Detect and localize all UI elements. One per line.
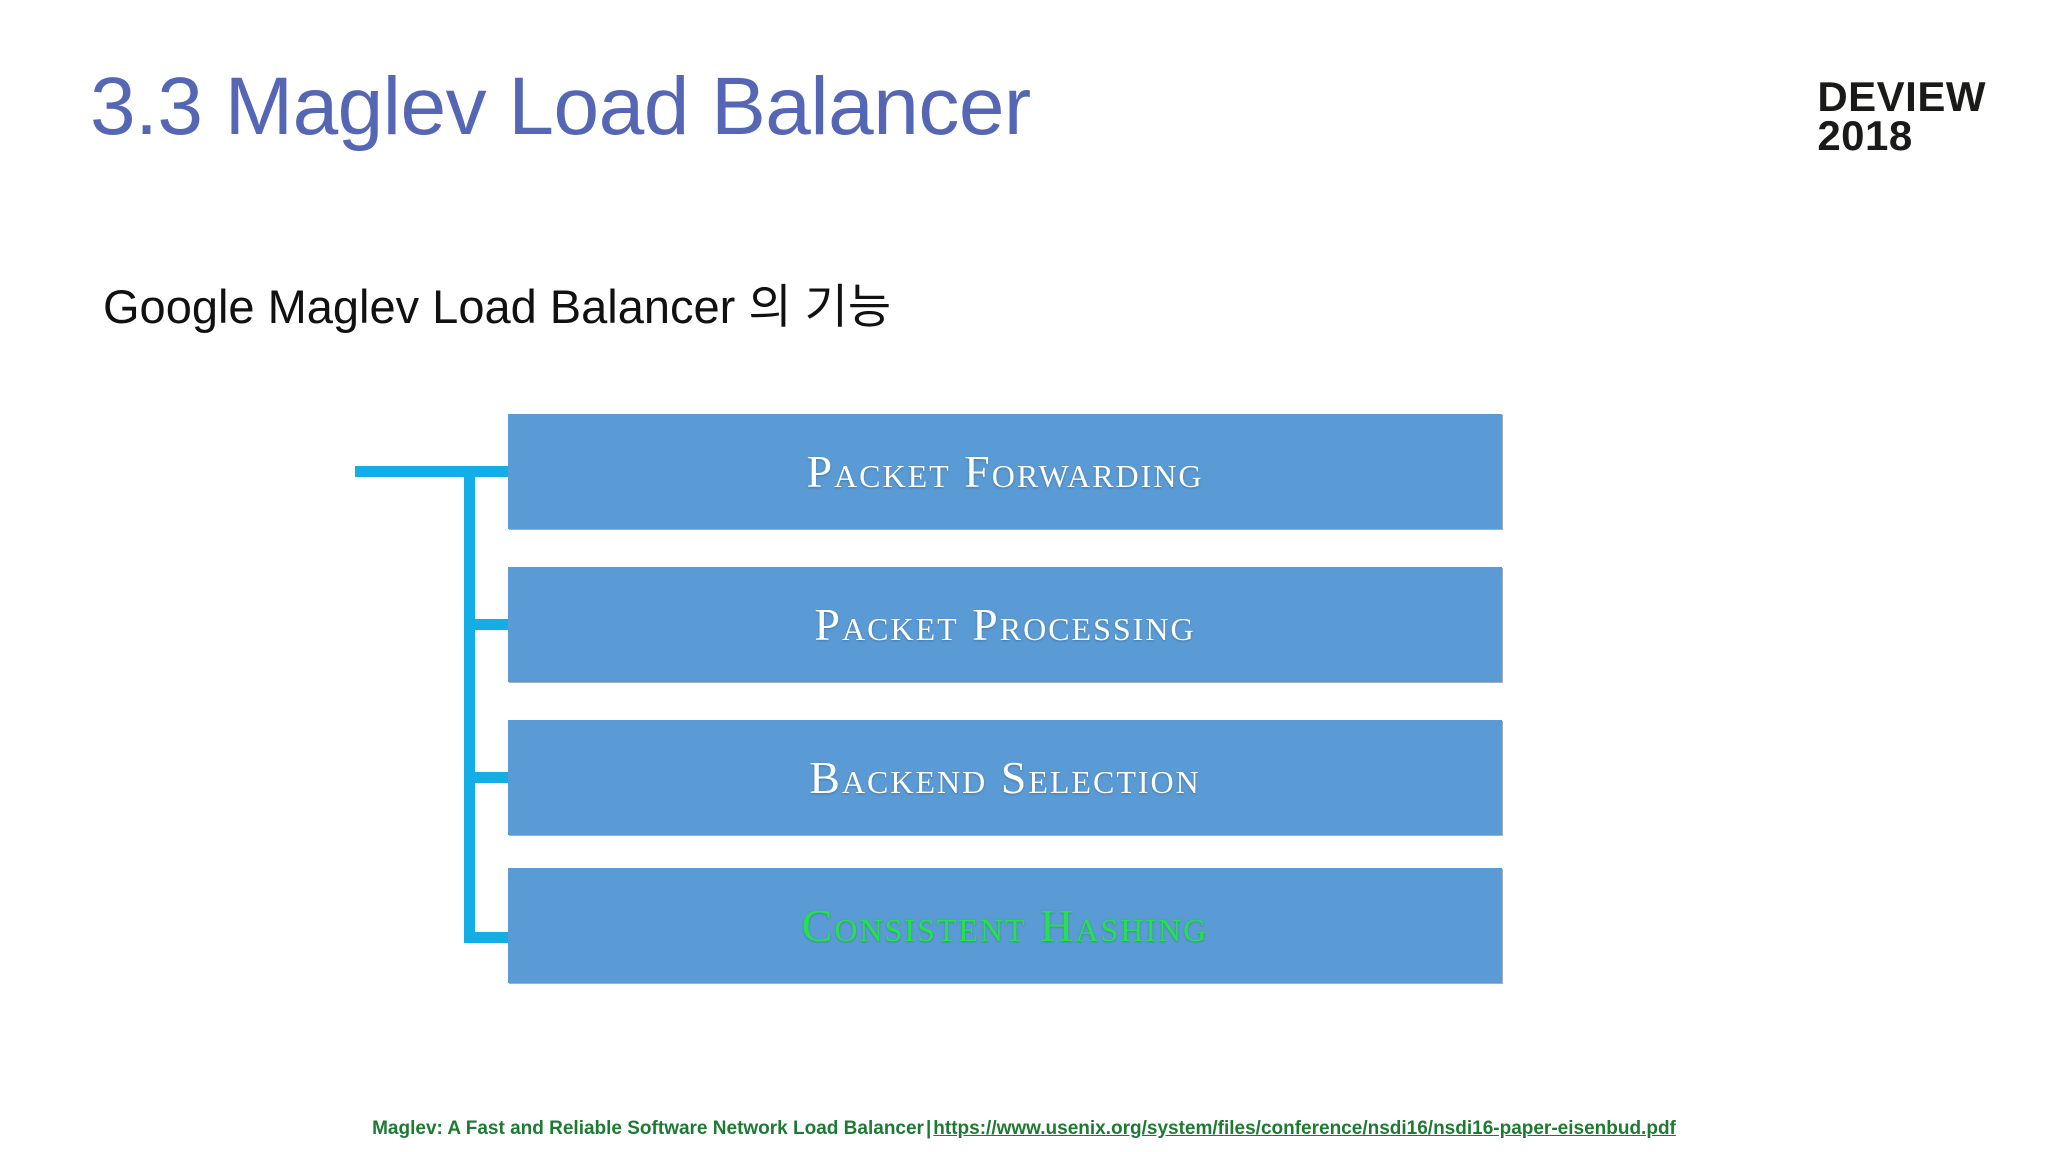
- connector-branch-1: [355, 466, 510, 477]
- feature-node-consistent-hashing[interactable]: Consistent Hashing: [508, 868, 1502, 983]
- feature-node-label: Backend Selection: [809, 752, 1201, 803]
- feature-node-label: Packet Processing: [814, 599, 1196, 650]
- section-subtitle: Google Maglev Load Balancer 의 기능: [103, 280, 892, 333]
- connector-trunk-vertical: [464, 466, 475, 943]
- connector-branch-4: [464, 932, 510, 943]
- feature-node-packet-forwarding[interactable]: Packet Forwarding: [508, 414, 1502, 529]
- citation-title: Maglev: A Fast and Reliable Software Net…: [372, 1118, 924, 1139]
- connector-branch-2: [464, 619, 510, 630]
- citation-url-link[interactable]: https://www.usenix.org/system/files/conf…: [933, 1118, 1676, 1139]
- deview-logo: DEVIEW 2018: [1817, 73, 1986, 159]
- feature-node-packet-processing[interactable]: Packet Processing: [508, 567, 1502, 682]
- footer-citation: Maglev: A Fast and Reliable Software Net…: [0, 1118, 2048, 1140]
- feature-node-backend-selection[interactable]: Backend Selection: [508, 720, 1502, 835]
- page-title: 3.3 Maglev Load Balancer: [90, 61, 1031, 152]
- citation-separator: |: [925, 1118, 932, 1139]
- feature-node-label: Consistent Hashing: [801, 900, 1209, 951]
- feature-node-label: Packet Forwarding: [806, 446, 1204, 497]
- connector-branch-3: [464, 772, 510, 783]
- logo-brand-name: DEVIEW: [1817, 73, 1986, 120]
- logo-brand-year: 2018: [1817, 111, 1913, 159]
